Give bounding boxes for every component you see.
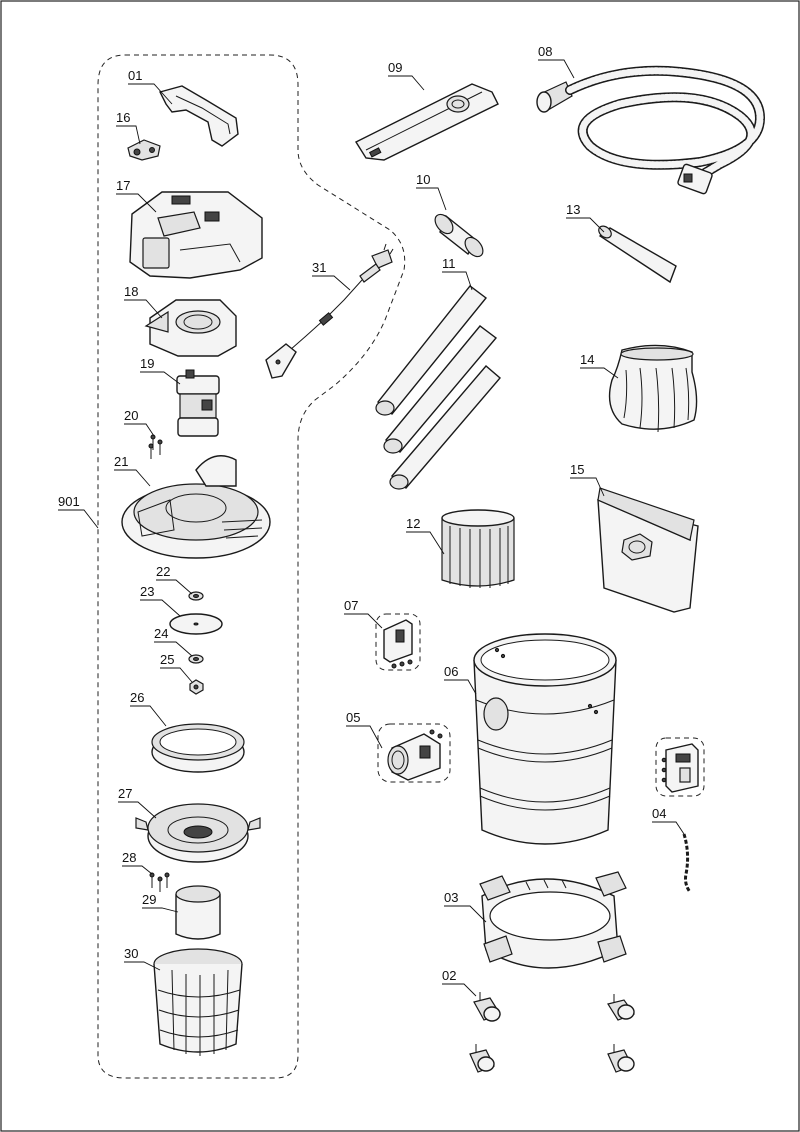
label-11: 11 <box>442 256 456 271</box>
label-15: 15 <box>570 462 584 477</box>
assembly-group-outline <box>97 54 406 1079</box>
part-02-castors[interactable] <box>469 992 635 1073</box>
callout-labels: 01 16 17 18 19 20 21 22 23 24 25 26 27 2… <box>58 44 666 983</box>
part-07-bracket[interactable] <box>375 613 421 671</box>
label-26: 26 <box>130 690 144 705</box>
part-04-strap[interactable] <box>682 833 692 893</box>
part-03-castor-ring[interactable] <box>479 871 627 969</box>
part-08-hose[interactable] <box>536 65 766 195</box>
label-05: 05 <box>346 710 360 725</box>
label-25: 25 <box>160 652 174 667</box>
label-29: 29 <box>142 892 156 907</box>
label-12: 12 <box>406 516 420 531</box>
label-09: 09 <box>388 60 402 75</box>
part-05-inlet[interactable] <box>377 723 451 783</box>
part-04-accessory-card[interactable] <box>655 737 705 797</box>
part-12-filter-cartridge[interactable] <box>441 509 515 588</box>
part-24-washer[interactable] <box>188 654 204 664</box>
label-16: 16 <box>116 110 130 125</box>
leader-lines <box>58 59 685 997</box>
label-04: 04 <box>652 806 666 821</box>
label-01: 01 <box>128 68 142 83</box>
label-14: 14 <box>580 352 594 367</box>
part-23-disc[interactable] <box>169 613 223 635</box>
part-22-washer[interactable] <box>188 591 204 601</box>
part-06-container-drum[interactable] <box>473 633 617 845</box>
part-30-filter-cage[interactable] <box>153 948 243 1056</box>
label-18: 18 <box>124 284 138 299</box>
label-27: 27 <box>118 786 132 801</box>
part-13-crevice-tool[interactable] <box>596 224 677 284</box>
label-23: 23 <box>140 584 154 599</box>
castor-4 <box>607 1044 635 1073</box>
castor-1 <box>473 992 501 1022</box>
part-26-seal-ring[interactable] <box>151 723 245 773</box>
castor-3 <box>469 1044 495 1073</box>
label-24: 24 <box>154 626 168 641</box>
castor-2 <box>607 994 635 1021</box>
part-29-float[interactable] <box>175 885 221 940</box>
part-28-screws[interactable] <box>149 872 170 892</box>
part-11-extension-tubes[interactable] <box>375 285 501 490</box>
part-14-filter-bag[interactable] <box>608 344 698 433</box>
part-20-screws[interactable] <box>148 434 163 459</box>
label-10: 10 <box>416 172 430 187</box>
label-21: 21 <box>114 454 128 469</box>
part-27-filter-housing[interactable] <box>135 803 261 863</box>
label-13: 13 <box>566 202 580 217</box>
label-31: 31 <box>312 260 326 275</box>
label-02: 02 <box>442 968 456 983</box>
label-07: 07 <box>344 598 358 613</box>
part-17-motor-cover[interactable] <box>129 191 263 279</box>
part-10-connector[interactable] <box>432 211 487 260</box>
part-19-motor[interactable] <box>176 369 220 437</box>
part-15-dust-bag[interactable] <box>597 487 699 613</box>
part-16-clip[interactable] <box>127 139 161 161</box>
label-30: 30 <box>124 946 138 961</box>
label-03: 03 <box>444 890 458 905</box>
part-25-nut[interactable] <box>189 679 204 695</box>
part-01-handle[interactable] <box>158 85 239 147</box>
label-19: 19 <box>140 356 154 371</box>
label-06: 06 <box>444 664 458 679</box>
label-28: 28 <box>122 850 136 865</box>
label-901: 901 <box>58 494 80 509</box>
label-17: 17 <box>116 178 130 193</box>
part-09-floor-nozzle[interactable] <box>354 83 499 161</box>
label-08: 08 <box>538 44 552 59</box>
part-18-inner-housing[interactable] <box>144 299 237 357</box>
part-31-power-cord[interactable] <box>265 243 394 379</box>
label-22: 22 <box>156 564 170 579</box>
label-20: 20 <box>124 408 138 423</box>
part-21-motor-base[interactable] <box>121 455 271 559</box>
